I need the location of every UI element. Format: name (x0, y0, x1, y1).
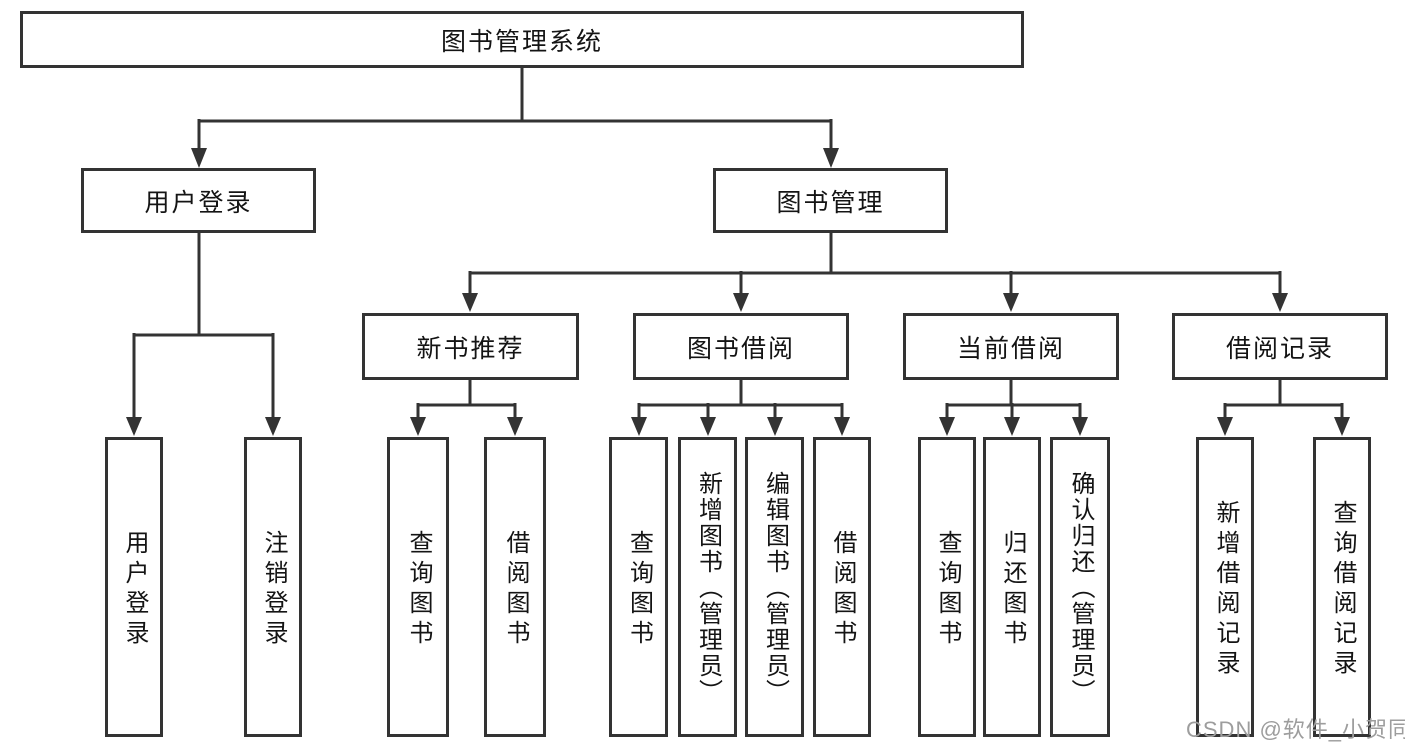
arrow-down-icon (767, 417, 783, 436)
arrow-down-icon (1072, 417, 1088, 436)
leaf-query-books-current: 查询图书 (918, 437, 976, 737)
arrow-down-icon (939, 417, 955, 436)
edge-login-to-leaves (132, 232, 275, 419)
edge-current-to-leaves (945, 379, 1082, 419)
node-new-book-recommendation: 新书推荐 (362, 313, 579, 380)
edge-recommend-to-leaves (416, 379, 517, 419)
arrow-down-icon (191, 148, 207, 168)
arrow-down-icon (265, 417, 281, 436)
arrow-down-icon (1004, 417, 1020, 436)
arrow-down-icon (126, 417, 142, 436)
arrowheads (126, 148, 1350, 436)
edge-records-to-leaves (1223, 379, 1344, 419)
arrow-down-icon (834, 417, 850, 436)
node-borrowing-records: 借阅记录 (1172, 313, 1388, 380)
edge-root-to-branches (197, 67, 833, 150)
arrow-down-icon (823, 148, 839, 168)
leaf-user-login: 用户登录 (105, 437, 163, 737)
edge-management-to-sections (468, 232, 1282, 295)
node-book-management: 图书管理 (713, 168, 948, 233)
node-user-login: 用户登录 (81, 168, 316, 233)
leaf-query-borrow-record: 查询借阅记录 (1313, 437, 1371, 737)
leaf-query-books-borrowing: 查询图书 (609, 437, 668, 737)
leaf-confirm-return-admin: 确认归还（管理员） (1050, 437, 1110, 737)
arrow-down-icon (1272, 293, 1288, 312)
arrow-down-icon (1217, 417, 1233, 436)
leaf-borrow-books-recommend: 借阅图书 (484, 437, 546, 737)
leaf-logout: 注销登录 (244, 437, 302, 737)
node-root: 图书管理系统 (20, 11, 1024, 68)
leaf-return-books: 归还图书 (983, 437, 1041, 737)
leaf-add-book-admin: 新增图书（管理员） (678, 437, 737, 737)
watermark: CSDN @软件_小贺同学 (1186, 717, 1405, 742)
leaf-edit-book-admin: 编辑图书（管理员） (745, 437, 804, 737)
arrow-down-icon (733, 293, 749, 312)
leaf-borrow-books-borrowing: 借阅图书 (813, 437, 871, 737)
arrow-down-icon (507, 417, 523, 436)
arrow-down-icon (1003, 293, 1019, 312)
edge-borrowing-to-leaves (637, 379, 844, 419)
arrow-down-icon (410, 417, 426, 436)
arrow-down-icon (462, 293, 478, 312)
arrow-down-icon (700, 417, 716, 436)
node-current-borrowing: 当前借阅 (903, 313, 1119, 380)
arrow-down-icon (631, 417, 647, 436)
leaf-add-borrow-record: 新增借阅记录 (1196, 437, 1254, 737)
node-book-borrowing: 图书借阅 (633, 313, 849, 380)
arrow-down-icon (1334, 417, 1350, 436)
leaf-query-books-recommend: 查询图书 (387, 437, 449, 737)
